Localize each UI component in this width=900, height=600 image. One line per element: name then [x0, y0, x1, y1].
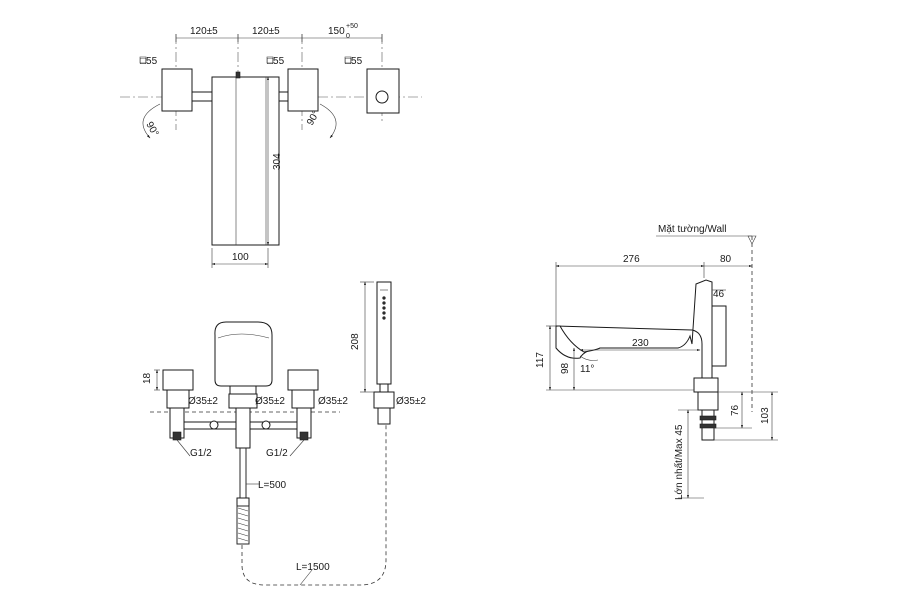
spout-width: 100: [232, 252, 249, 263]
dia-shower: Ø35±2: [396, 396, 426, 407]
dim-left-spacing: 120±5: [190, 26, 218, 37]
sq-right-label: □55: [345, 56, 363, 67]
height-103: 103: [760, 407, 771, 424]
thread-left: G1/2: [190, 448, 212, 459]
dia-left: Ø35±2: [188, 396, 218, 407]
handle-height-18: 18: [142, 372, 153, 384]
spout-230: 230: [632, 338, 649, 349]
front-view: 18 Ø35±2 Ø35±2 Ø35±2 G1/2 G1/2 L=500 L=1…: [142, 281, 426, 586]
hose-long-length: L=1500: [296, 562, 330, 573]
dim-mid-spacing: 120±5: [252, 26, 280, 37]
height-117: 117: [535, 352, 546, 368]
dim-right-spacing: 150: [328, 26, 345, 37]
height-76: 76: [730, 404, 741, 416]
wall-gap-80: 80: [720, 254, 732, 265]
dia-right: Ø35±2: [318, 396, 348, 407]
height-98: 98: [560, 362, 571, 374]
angle-left: 90°: [143, 120, 160, 139]
deck-max-label: Lớn nhất/Max 45: [673, 424, 685, 500]
spout-height: 304: [272, 153, 283, 170]
thread-right: G1/2: [266, 448, 288, 459]
sq-left-label: □55: [140, 56, 158, 67]
angle-right: 90°: [305, 109, 322, 128]
sq-mid-label: □55: [267, 56, 285, 67]
reach-276: 276: [623, 254, 640, 265]
dia-mid: Ø35±2: [255, 396, 285, 407]
shower-length: 208: [350, 333, 361, 350]
hose-short-length: L=500: [258, 480, 287, 491]
top-view: 120±5 120±5 150 +50 0 □55 □55 □55 90° 90…: [120, 23, 422, 268]
dim-right-tol-upper: +50: [346, 23, 358, 30]
side-view: Mặt tường/Wall 276 80 46 230 117 98: [535, 224, 778, 500]
angle-11: 11°: [580, 364, 594, 375]
shower-nozzles: [382, 296, 386, 320]
wall-label: Mặt tường/Wall: [658, 224, 726, 235]
dim-right-tol-lower: 0: [346, 33, 350, 40]
dia-46: 46: [713, 289, 725, 300]
